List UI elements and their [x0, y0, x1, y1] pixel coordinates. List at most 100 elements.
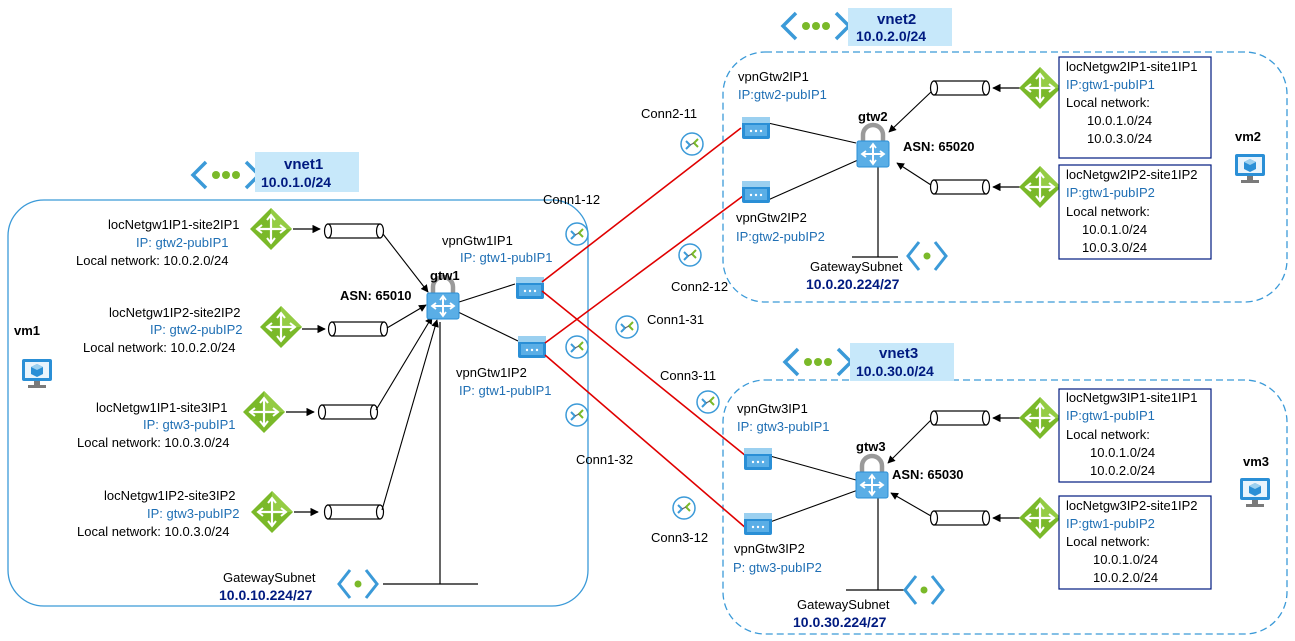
vpn-gtw2-ip2-name: vpnGtw2IP2 [736, 210, 807, 225]
vpn-gtw1-ip1-name: vpnGtw1IP1 [442, 233, 513, 248]
local-box-name: locNetgw2IP1-site1IP1 [1066, 59, 1198, 74]
link-arrow [381, 319, 439, 511]
local-gw-ip: IP: gtw3-pubIP2 [147, 506, 240, 521]
vnet2-boundary [722, 51, 1288, 303]
local-gw-name: locNetgw1IP1-site2IP1 [108, 217, 240, 232]
connection-icon [680, 132, 704, 156]
link [767, 122, 857, 144]
tunnel-icon [929, 510, 991, 526]
connection-icon [565, 222, 589, 246]
vnet1-cidr: 10.0.1.0/24 [261, 174, 331, 190]
local-network-gateway-icon [249, 489, 295, 535]
vnet2-icon [781, 11, 851, 41]
local-network-box [1058, 495, 1212, 590]
tunnel-icon [323, 223, 385, 239]
vnet1-label-box [255, 152, 359, 192]
local-box-net: 10.0.3.0/24 [1087, 131, 1152, 146]
local-gw-net: Local network: 10.0.2.0/24 [83, 340, 236, 355]
local-gw-net: Local network: 10.0.2.0/24 [76, 253, 229, 268]
tunnel-icon [327, 321, 389, 337]
vpn-gtw3-ip1-ip: IP: gtw3-pubIP1 [737, 419, 830, 434]
connection-icon [565, 403, 589, 427]
vm-monitor-icon [1235, 154, 1265, 183]
subnet1-cidr: 10.0.10.224/27 [219, 587, 313, 603]
local-box-ip: IP:gtw1-pubIP2 [1066, 185, 1155, 200]
vpn-gateway-icon [744, 448, 772, 470]
link-arrow [896, 162, 932, 186]
conn2-11-label: Conn2-11 [641, 106, 697, 121]
local-network-gateway-icon [1017, 495, 1063, 541]
vpn-gtw1-ip2-ip: IP: gtw1-pubIP1 [459, 383, 552, 398]
vpn-gtw2-ip2-ip: IP:gtw2-pubIP2 [736, 229, 825, 244]
subnet2-label: GatewaySubnet [810, 259, 903, 274]
link-arrow [375, 316, 433, 411]
gtw2-asn: ASN: 65020 [903, 139, 975, 154]
local-box-net: 10.0.1.0/24 [1090, 445, 1155, 460]
local-gw-ip: IP: gtw3-pubIP1 [143, 417, 236, 432]
tunnel-icon [317, 404, 379, 420]
local-network-gateway-icon [248, 206, 294, 252]
local-box-name: locNetgw3IP1-site1IP1 [1066, 390, 1198, 405]
local-gw-ip: IP: gtw2-pubIP2 [150, 322, 243, 337]
connection-link [541, 127, 742, 283]
local-box-net: 10.0.2.0/24 [1090, 463, 1155, 478]
local-network-box [1058, 164, 1212, 260]
subnet3-cidr: 10.0.30.224/27 [793, 614, 887, 630]
local-network-gateway-icon [1017, 65, 1063, 111]
local-gw-ip: IP: gtw2-pubIP1 [136, 235, 229, 250]
local-box-name: locNetgw3IP2-site1IP2 [1066, 498, 1198, 513]
conn1-12-label: Conn1-12 [543, 192, 600, 207]
local-gw-name: locNetgw1IP1-site3IP1 [96, 400, 228, 415]
link-arrow [386, 304, 427, 329]
local-box-label: Local network: [1066, 95, 1150, 110]
link-arrow [887, 419, 932, 464]
link [767, 159, 859, 201]
vm3-label: vm3 [1243, 454, 1269, 469]
vnet2-cidr: 10.0.2.0/24 [856, 28, 926, 44]
subnet1-label: GatewaySubnet [223, 570, 316, 585]
link-arrow [382, 233, 429, 293]
local-box-name: locNetgw2IP2-site1IP2 [1066, 167, 1198, 182]
vnet3-boundary [722, 379, 1288, 635]
vpn-gateway-icon [742, 117, 770, 139]
local-box-label: Local network: [1066, 204, 1150, 219]
local-box-net: 10.0.1.0/24 [1093, 552, 1158, 567]
gtw1-asn: ASN: 65010 [340, 288, 412, 303]
vpn-gateway-icon [744, 513, 772, 535]
vm-monitor-icon [22, 359, 52, 388]
local-box-net: 10.0.1.0/24 [1087, 113, 1152, 128]
vm1-label: vm1 [14, 323, 40, 338]
vnet3-cidr: 10.0.30.0/24 [856, 363, 934, 379]
vpn-gtw3-ip2-name: vpnGtw3IP2 [734, 541, 805, 556]
vnet2-name: vnet2 [877, 11, 916, 28]
connection-icon [565, 335, 589, 359]
local-network-gateway-icon [258, 304, 304, 350]
local-box-ip: IP:gtw1-pubIP1 [1066, 408, 1155, 423]
vm2-label: vm2 [1235, 129, 1261, 144]
gtw3-asn: ASN: 65030 [892, 467, 964, 482]
link [455, 283, 516, 304]
subnet-icon [903, 574, 945, 606]
gateway-lock-icon [856, 456, 888, 498]
link [769, 489, 859, 523]
connection-link [544, 354, 748, 530]
local-network-gateway-icon [1017, 395, 1063, 441]
conn3-11-label: Conn3-11 [660, 368, 716, 383]
local-network-gateway-icon [241, 389, 287, 435]
subnet-icon [906, 240, 948, 272]
connection-icon [696, 390, 720, 414]
conn2-12-label: Conn2-12 [671, 279, 728, 294]
local-box-label: Local network: [1066, 534, 1150, 549]
vpn-gtw3-ip2-ip: P: gtw3-pubIP2 [733, 560, 822, 575]
vpn-gtw2-ip1-name: vpnGtw2IP1 [738, 69, 809, 84]
connection-icon [678, 243, 702, 267]
vpn-gateway-icon [516, 277, 544, 299]
link-arrow [890, 492, 932, 517]
subnet2-cidr: 10.0.20.224/27 [806, 276, 900, 292]
vnet1-icon [191, 160, 261, 190]
connection-link [541, 290, 747, 457]
link-arrow [888, 91, 932, 133]
vpn-gtw3-ip1-name: vpnGtw3IP1 [737, 401, 808, 416]
